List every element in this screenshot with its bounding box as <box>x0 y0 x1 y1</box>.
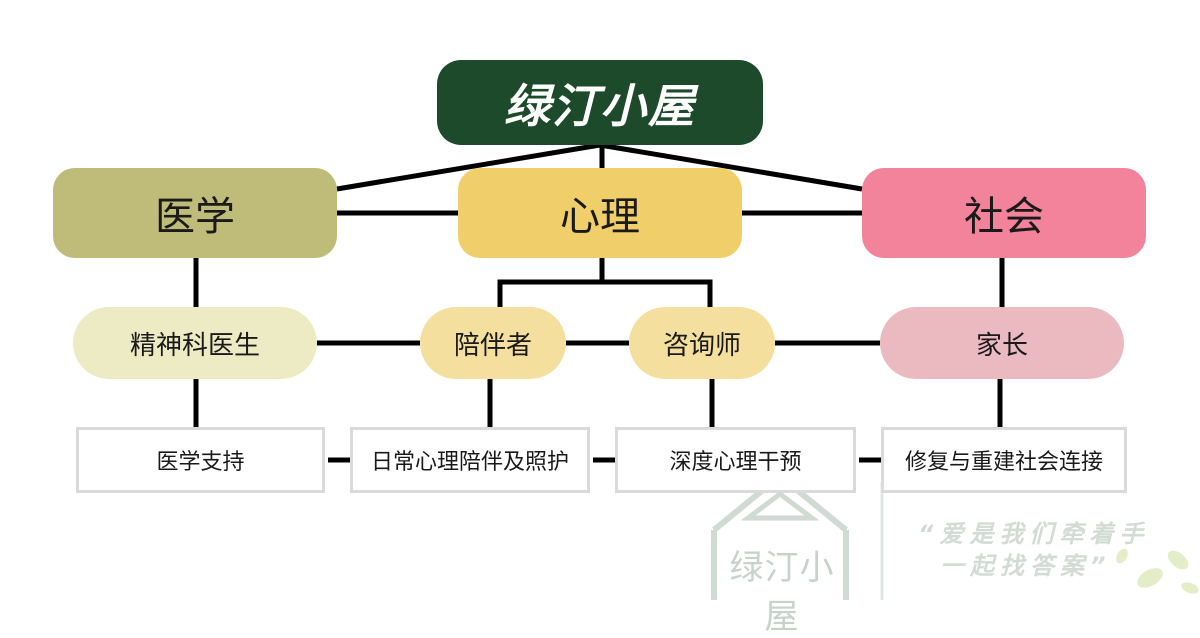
service-deep-intervention: 深度心理干预 <box>615 427 856 493</box>
connector-psychology-roles <box>497 258 605 307</box>
category-medicine: 医学 <box>53 168 337 258</box>
category-society: 社会 <box>862 168 1146 258</box>
role-psychiatrist: 精神科医生 <box>73 307 317 379</box>
service-daily-companionship: 日常心理陪伴及照护 <box>350 427 590 493</box>
role-companion: 陪伴者 <box>420 307 566 379</box>
connector-lines <box>193 142 1005 463</box>
connector-psychology-counselor <box>602 279 713 307</box>
role-parent: 家长 <box>880 307 1124 379</box>
watermark-slogan-line2: 一起找答案” <box>940 552 1112 580</box>
category-psychology: 心理 <box>458 168 742 258</box>
connector-root-medicine <box>336 142 601 192</box>
service-social-reconnection: 修复与重建社会连接 <box>881 427 1127 493</box>
root-node: 绿汀小屋 <box>437 60 763 145</box>
role-counselor: 咨询师 <box>629 307 775 379</box>
service-medical-support: 医学支持 <box>76 427 325 493</box>
connector-root-society <box>599 142 863 192</box>
watermark-slogan-line1: “爱是我们牵着手 <box>918 520 1150 548</box>
